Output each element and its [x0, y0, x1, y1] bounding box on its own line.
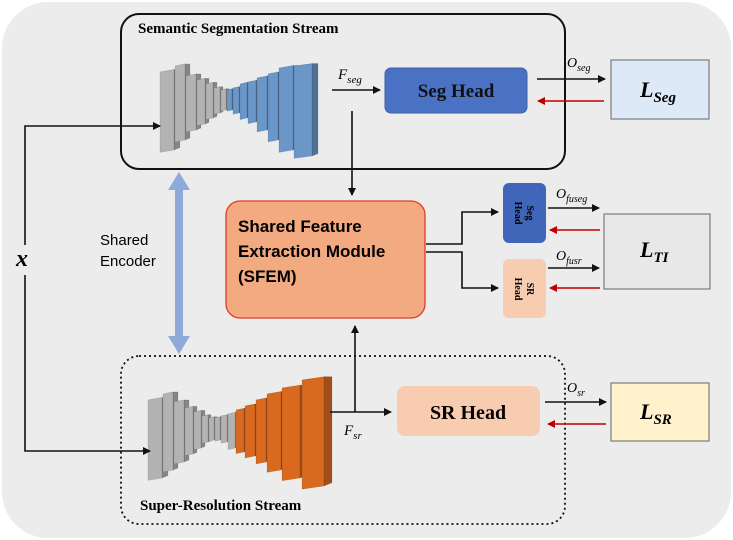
- sfem-to-small-seg-arrow: [426, 208, 499, 245]
- sfem-label-line2: Extraction Module: [238, 242, 385, 261]
- sfem-to-small-sr-arrow: [426, 251, 499, 292]
- seg-encoder-block-3-front: [185, 73, 197, 133]
- sr-head-box: [397, 386, 540, 436]
- small-sr-head-box: [503, 259, 546, 318]
- small-seg-head-line2: Head: [512, 202, 523, 225]
- small-sr-head-line1: SR: [524, 283, 535, 297]
- sr-encoder-block-6-front: [201, 414, 209, 444]
- seg-head-label: Seg Head: [418, 81, 495, 102]
- seg-encoder-block-15-side: [311, 63, 319, 157]
- sr-head-label: SR Head: [430, 402, 506, 424]
- seg-encoder-block-9-front: [232, 86, 240, 115]
- sr-encoder-block-4-front: [184, 406, 194, 456]
- sr-encoder-block-16-side: [323, 376, 333, 487]
- sr-encoder-block-11-front: [235, 408, 245, 454]
- input-x-label: x: [15, 246, 28, 272]
- small-sr-head-line2: Head: [512, 278, 523, 301]
- sr-encoder-block-9-front: [220, 414, 228, 444]
- fsr-label: Fsr: [343, 423, 362, 442]
- sr-stream-title: Super-Resolution Stream: [140, 498, 302, 514]
- small-seg-head-line1: Seg: [524, 206, 535, 221]
- input-to-seg-arrow: [24, 122, 161, 245]
- loss-seg-box: [610, 59, 710, 120]
- sr-encoder-block-7-front: [208, 416, 215, 442]
- oseg-label: Oseg: [567, 56, 590, 74]
- loss-seg-label: LSeg: [639, 77, 676, 106]
- sr-encoder-block-13-front: [255, 397, 267, 465]
- sr-encoder-blocks: [147, 376, 333, 490]
- seg-encoder-block-15-front: [293, 63, 313, 159]
- sr-encoder-block-16-front: [301, 376, 325, 490]
- seg-encoder-block-12-front: [256, 75, 268, 133]
- semantic-stream-box: [120, 13, 566, 170]
- seg-encoder-block-6-front: [213, 86, 221, 115]
- seg-encoder-block-8-front: [226, 88, 233, 112]
- seg-encoder-block-7-front: [220, 88, 227, 112]
- seg-encoder-block-13-front: [267, 71, 279, 143]
- fseg-label: Fseg: [337, 67, 362, 86]
- shared-encoder-label-line1: Shared: [100, 232, 148, 249]
- loss-sr-box: [610, 382, 710, 442]
- semantic-stream-title: Semantic Segmentation Stream: [138, 21, 339, 37]
- loss-sr-label: LSR: [639, 399, 672, 428]
- sfem-label-line1: Shared Feature: [238, 217, 362, 236]
- seg-encoder-block-11-front: [247, 80, 257, 124]
- sr-encoder-block-15-front: [281, 384, 301, 482]
- sr-encoder-block-5-front: [193, 410, 202, 450]
- shared-encoder-label-line2: Encoder: [100, 253, 156, 270]
- seg-encoder-block-14-front: [278, 65, 294, 153]
- sr-encoder-block-1-front: [147, 397, 163, 481]
- sr-stream-box: [120, 355, 566, 525]
- shared-encoder-arrow: [168, 172, 190, 354]
- sr-encoder-block-2-front: [162, 391, 174, 473]
- sfem-box: [225, 200, 426, 319]
- seg-encoder-blocks: [159, 63, 319, 159]
- seg-encoder-block-10-front: [239, 82, 248, 120]
- input-to-sr-arrow: [24, 275, 151, 455]
- sr-encoder-block-8-front: [214, 416, 221, 442]
- seg-encoder-block-1-front: [159, 69, 175, 153]
- seg-head-box: [384, 67, 528, 114]
- osr-label: Osr: [567, 381, 585, 399]
- sr-encoder-block-10-front: [227, 412, 236, 450]
- small-seg-head-box: [503, 183, 546, 243]
- sr-encoder-block-3-front: [173, 399, 185, 465]
- sr-encoder-block-12-front: [244, 403, 256, 459]
- loss-ti-label: LTI: [639, 237, 670, 266]
- ofuseg-label: Ofuseg: [556, 187, 587, 205]
- seg-encoder-block-2-front: [174, 63, 186, 143]
- sfem-label-line3: (SFEM): [238, 267, 297, 286]
- loss-ti-box: [603, 213, 711, 290]
- seg-encoder-block-5-front: [205, 82, 214, 120]
- sr-encoder-block-14-front: [266, 391, 282, 473]
- ofusr-label: Ofusr: [556, 249, 582, 267]
- seg-encoder-block-4-front: [196, 78, 206, 126]
